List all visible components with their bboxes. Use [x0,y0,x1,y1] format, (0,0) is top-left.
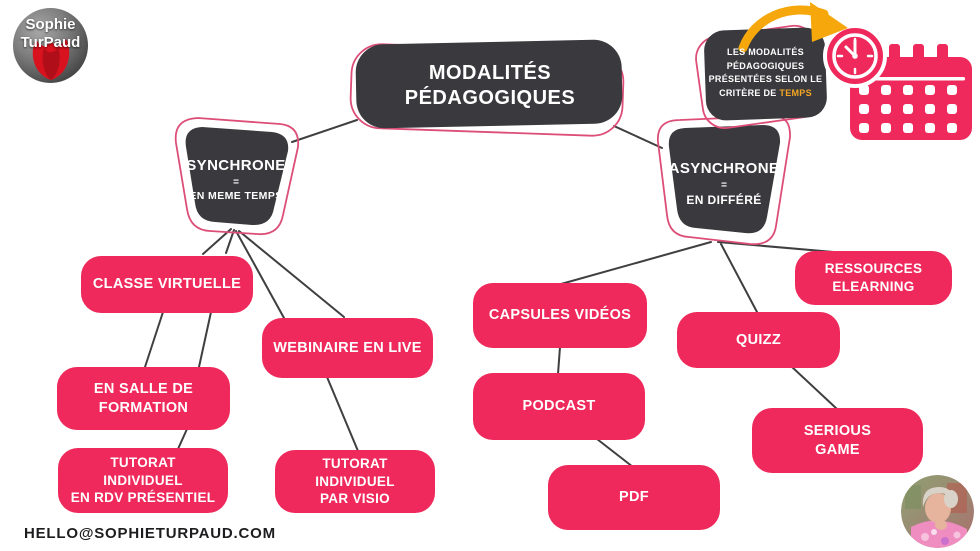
node-label: PDF [619,489,649,506]
node-label: CAPSULES VIDÉOS [488,307,632,324]
connector-synchrone-webinaire-1 [235,230,285,319]
note-text-highlight: TEMPS [779,87,812,98]
asynchrone-name: ASYNCHRONE [668,159,780,177]
node-label: TUTORAT INDIVIDUEL PAR VISIO [315,456,395,507]
node-ressources-elearning: RESSOURCES ELEARNING [795,251,952,305]
node-tutorat-par-visio: TUTORAT INDIVIDUEL PAR VISIO [275,450,435,513]
profile-photo [901,475,974,548]
node-label: WEBINAIRE EN LIVE [273,339,422,356]
node-serious-game: SERIOUS GAME [752,408,923,473]
connector-classe-ensalle-1 [144,311,164,368]
page-title: MODALITÉS PÉDAGOGIQUES [404,62,576,109]
connector-synchrone-classe-2 [225,229,235,254]
connector-classe-ensalle-2 [198,311,212,368]
connector-title-asynchrone [613,125,663,149]
branch-synchrone: SYNCHRONE = EN MEME TEMPS [185,135,287,223]
node-label: RESSOURCES ELEARNING [824,261,923,294]
contact-email: HELLO@SOPHIETURPAUD.COM [24,525,276,542]
logo-line1: Sophie [25,16,76,33]
node-capsules-videos: CAPSULES VIDÉOS [473,283,647,348]
connector-asynchrone-capsules [560,241,712,285]
node-label: SERIOUS GAME [803,422,872,458]
node-label: QUIZZ [736,331,781,348]
node-label: EN SALLE DE FORMATION [93,380,194,416]
node-podcast: PODCAST [473,373,645,440]
clock-icon [823,24,887,88]
asynchrone-node-shape [657,115,791,246]
node-tutorat-rdv-presentiel: TUTORAT INDIVIDUEL EN RDV PRÉSENTIEL [58,448,228,513]
calendar-icon [850,44,972,140]
connector-quizz-serious [791,366,838,410]
node-quizz: QUIZZ [677,312,840,368]
brand-logo: Sophie TurPaud [13,8,88,83]
connector-webinaire-tutoratvisio [326,376,359,452]
connector-ensalle-tutorat [177,428,188,450]
branch-asynchrone: ASYNCHRONE = EN DIFFÉRÉ [668,138,780,228]
connector-synchrone-webinaire-2 [238,230,345,318]
synchrone-subtitle: EN MEME TEMPS [189,189,283,202]
connector-asynchrone-quizz [720,243,758,313]
node-webinaire-en-live: WEBINAIRE EN LIVE [262,318,433,378]
asynchrone-equals: = [721,179,727,191]
tulip-icon [32,39,70,80]
title-node-shape [349,39,625,137]
title-node-fill [355,39,623,129]
synchrone-name: SYNCHRONE [186,156,286,174]
node-pdf: PDF [548,465,720,530]
curved-arrow-icon [738,2,848,53]
connector-podcast-pdf [596,438,634,468]
asynchrone-node-fill [668,125,781,234]
synchrone-node-shape [174,117,300,236]
asynchrone-subtitle: EN DIFFÉRÉ [686,192,762,207]
synchrone-node-outline [174,117,300,236]
synchrone-node-fill [185,127,289,226]
note-node-fill [704,27,827,121]
connector-capsules-podcast [557,346,561,375]
connector-title-synchrone [291,119,358,143]
asynchrone-node-outline [657,115,791,246]
node-label: PODCAST [522,398,596,415]
node-en-salle-de-formation: EN SALLE DE FORMATION [57,367,230,430]
node-classe-virtuelle: CLASSE VIRTUELLE [81,256,253,313]
note-text: LES MODALITÉS PÉDAGOGIQUES PRÉSENTÉES SE… [708,33,823,113]
logo-line2: TurPaud [20,34,81,51]
node-label: CLASSE VIRTUELLE [92,276,242,293]
note-text-main: LES MODALITÉS PÉDAGOGIQUES PRÉSENTÉES SE… [708,47,823,98]
node-label: TUTORAT INDIVIDUEL EN RDV PRÉSENTIEL [70,455,216,506]
synchrone-equals: = [233,176,239,188]
connector-synchrone-classe-1 [202,228,232,255]
